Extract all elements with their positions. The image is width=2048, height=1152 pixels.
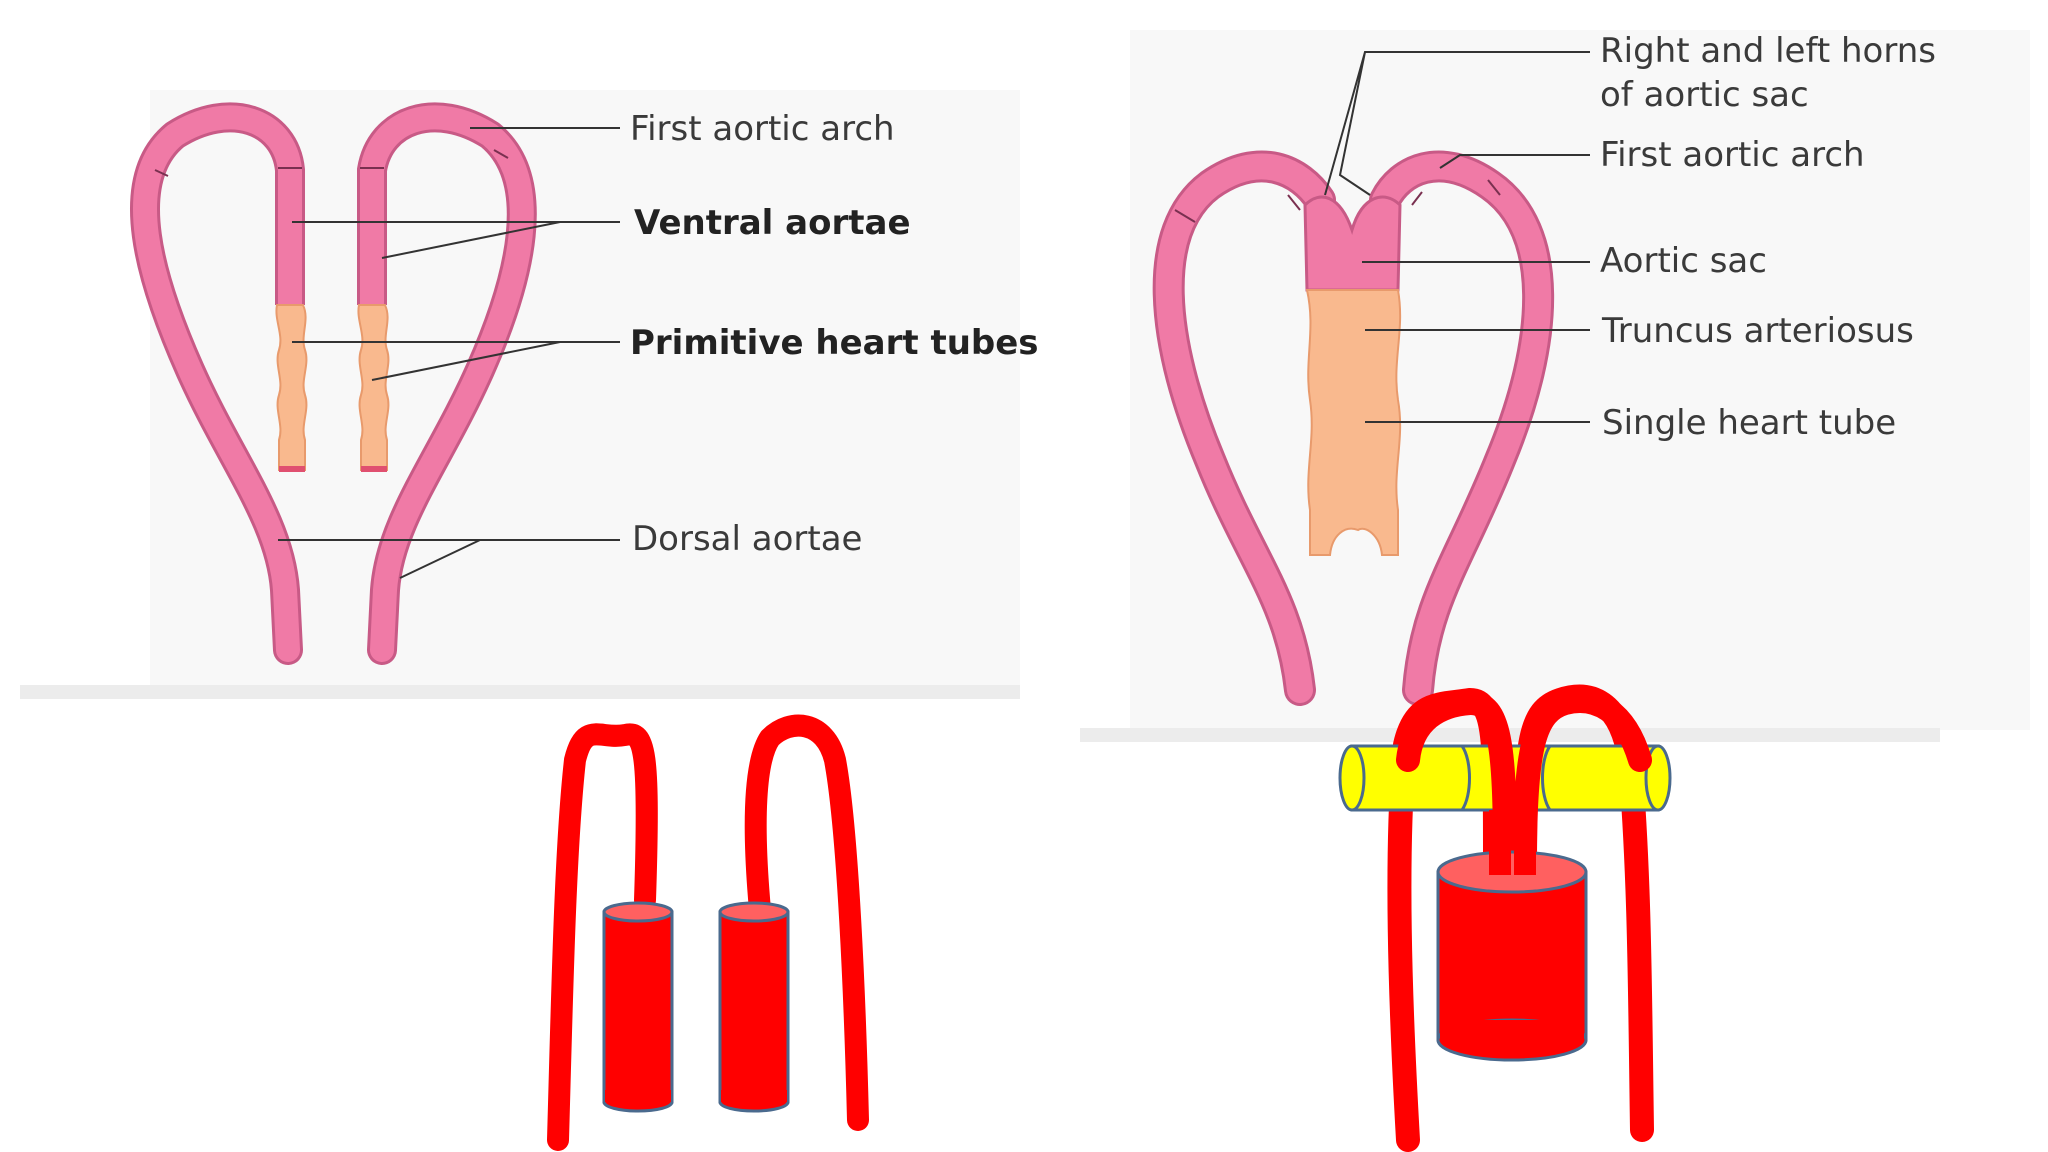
label-first-aortic-arch-left: First aortic arch (630, 109, 895, 149)
schematic-right-heart-tube (718, 910, 790, 1104)
leader-primitive-heart-tubes (292, 341, 620, 381)
leader-horns (1324, 51, 1590, 196)
label-horns-line1: Right and left horns (1600, 31, 1936, 71)
leader-first-aortic-arch-right (1439, 154, 1590, 169)
label-truncus-arteriosus: Truncus arteriosus (1601, 311, 1914, 351)
leader-dorsal-aortae (278, 539, 620, 579)
leader-ventral-aortae (292, 221, 620, 259)
schematic-left-vessel (547, 723, 658, 1151)
paired-tubes-schematic (547, 714, 869, 1151)
schematic-left-tube-top (602, 901, 674, 923)
right-panel-background (1130, 30, 2030, 730)
left-primitive-heart-tube (275, 304, 308, 471)
schematic-single-tube-top (1436, 850, 1588, 894)
schematic-right-vessel (744, 714, 869, 1131)
label-dorsal-aortae: Dorsal aortae (632, 519, 862, 559)
left-panel-divider (20, 685, 1020, 699)
label-primitive-heart-tubes: Primitive heart tubes (630, 323, 1039, 363)
segment-ticks (154, 149, 509, 177)
right-primitive-heart-tube (357, 304, 390, 471)
left-vessel-loop-fill (133, 105, 302, 662)
schematic-single-heart-tube (1436, 870, 1588, 1042)
label-first-aortic-arch-right: First aortic arch (1600, 135, 1865, 175)
paired-heart-tubes-diagram: First aortic arch Ventral aortae Primiti… (20, 90, 1039, 699)
segment-ticks-right (1174, 179, 1501, 223)
label-ventral-aortae: Ventral aortae (634, 203, 911, 243)
label-aortic-sac: Aortic sac (1600, 241, 1767, 281)
single-heart-tube-diagram: Right and left horns of aortic sac First… (1080, 30, 2030, 742)
aortic-sac (1303, 195, 1402, 292)
schematic-right-tube-top (718, 901, 790, 923)
label-horns-line2: of aortic sac (1600, 75, 1809, 115)
single-tube-schematic (1338, 684, 1672, 1152)
schematic-left-heart-tube (602, 910, 674, 1104)
label-single-heart-tube: Single heart tube (1602, 403, 1896, 443)
single-heart-tube (1305, 289, 1402, 556)
